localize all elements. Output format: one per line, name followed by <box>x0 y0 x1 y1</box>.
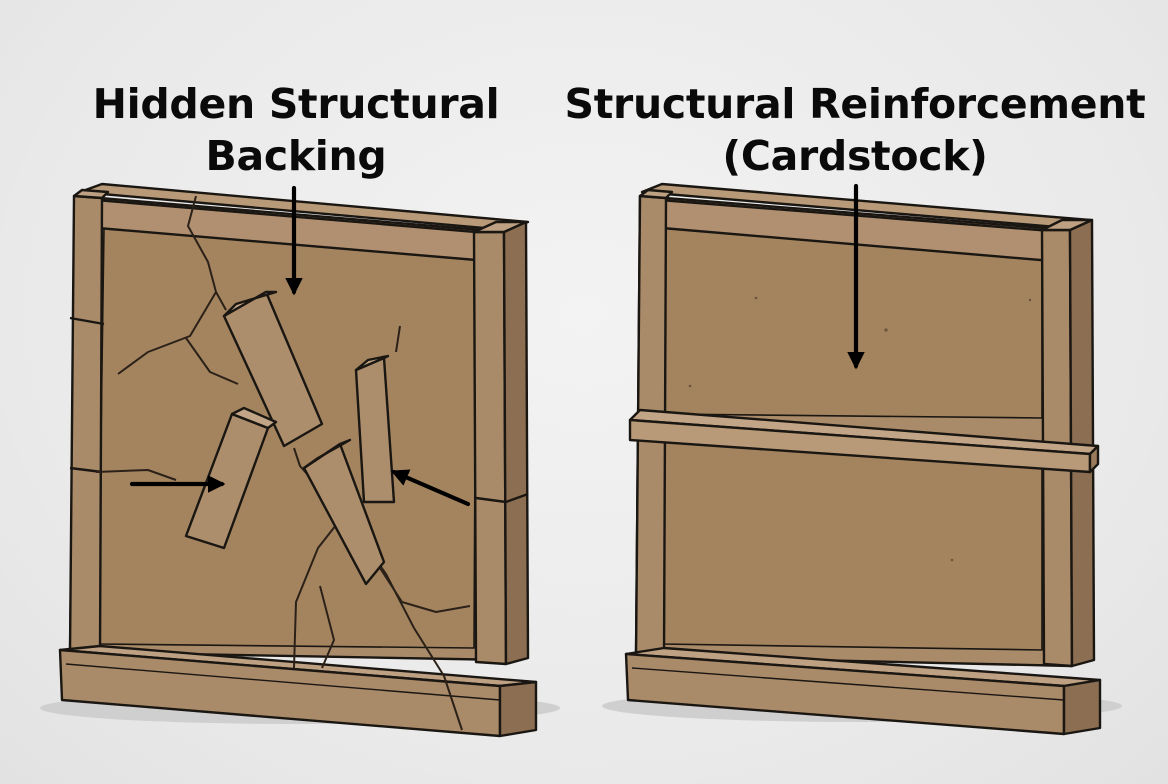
left-callout-arrows <box>129 185 471 507</box>
right-title-line-1: Structural Reinforcement <box>564 80 1146 128</box>
left-wall-illustration <box>40 182 560 738</box>
left-panel-title: Hidden Structural Backing <box>56 78 536 182</box>
right-title-line-2: (Cardstock) <box>722 132 988 180</box>
arrow-left-icon <box>390 469 471 507</box>
left-title-line-1: Hidden Structural <box>92 80 500 128</box>
right-wall-illustration <box>602 182 1122 736</box>
right-panel-title: Structural Reinforcement (Cardstock) <box>560 78 1150 182</box>
left-title-line-2: Backing <box>205 132 387 180</box>
